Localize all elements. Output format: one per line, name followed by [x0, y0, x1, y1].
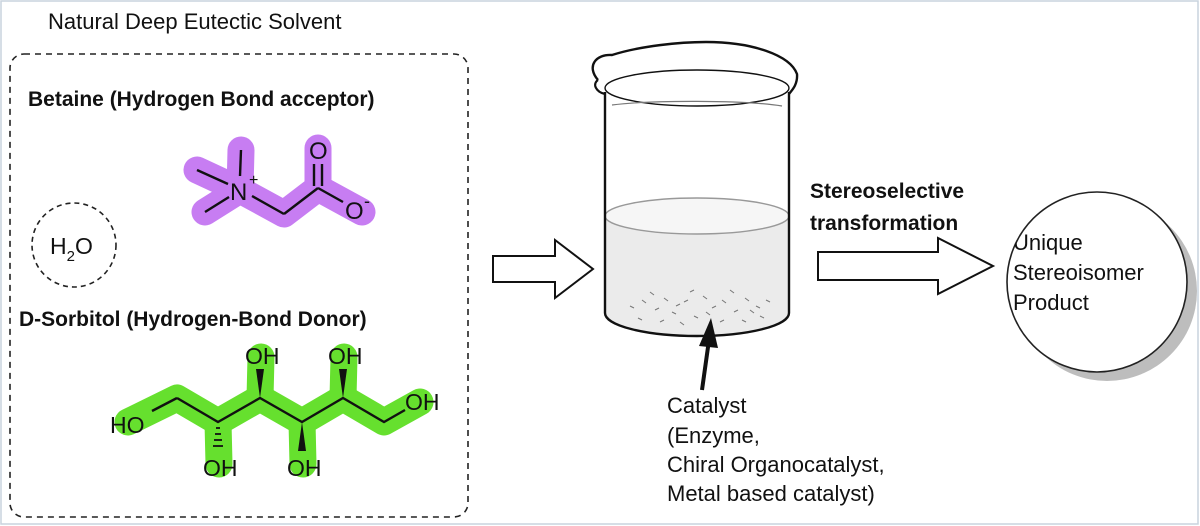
diagram-title: Natural Deep Eutectic Solvent [48, 9, 342, 34]
wedge-bond-c3 [256, 369, 264, 398]
sorbitol-group-oh-top-2: OH [328, 343, 363, 369]
catalyst-line-3: Chiral Organocatalyst, [667, 452, 885, 477]
betaine-oxygen-charge: - [364, 191, 370, 211]
betaine-label: Betaine (Hydrogen Bond acceptor) [28, 88, 375, 111]
beaker-inner-line [611, 100, 783, 107]
betaine-bonds [196, 149, 344, 216]
beaker-mouth [604, 69, 790, 107]
sorbitol-group-oh-bottom-1: OH [203, 455, 238, 481]
sorbitol-label: D-Sorbitol (Hydrogen-Bond Donor) [19, 308, 367, 331]
product-line-1: Unique [1013, 230, 1083, 255]
sorbitol-group-oh-bottom-2: OH [287, 455, 322, 481]
product-line-2: Stereoisomer [1013, 260, 1144, 285]
catalyst-particles [629, 289, 771, 326]
betaine-nitrogen-charge: + [249, 172, 258, 189]
beaker-liquid [605, 216, 789, 336]
sorbitol-group-oh-end: OH [405, 389, 440, 415]
solvent-components-box [9, 53, 469, 518]
betaine-carboxylate-oxygen: O [345, 198, 364, 225]
catalyst-line-2: (Enzyme, [667, 423, 760, 448]
wedge-bond-c4 [298, 422, 306, 451]
product-circle-body [1006, 191, 1188, 373]
product-text: Unique Stereoisomer Product [1013, 230, 1150, 315]
product-line-3: Product [1013, 290, 1089, 315]
water-circle [31, 202, 117, 288]
sorbitol-group-ho: HO [110, 412, 145, 438]
betaine-nitrogen: N [230, 179, 247, 206]
catalyst-arrow [699, 318, 718, 391]
beaker-rim [591, 40, 799, 95]
arrow-to-product [817, 236, 996, 296]
beaker-bottom [603, 312, 791, 338]
water-molecule: H2O [31, 202, 117, 288]
sorbitol-highlight [114, 343, 434, 478]
betaine-carbonyl-oxygen: O [309, 138, 328, 165]
beaker [591, 40, 799, 338]
process-line-1: Stereoselective [810, 180, 964, 203]
sorbitol-structure: HO OH OH OH OH OH [110, 343, 440, 481]
beaker-spout [594, 79, 606, 96]
arrow-to-beaker [492, 237, 595, 301]
product-circle: Unique Stereoisomer Product [1006, 191, 1197, 381]
catalyst-line-4: Metal based catalyst) [667, 481, 875, 506]
sorbitol-group-oh-top-1: OH [245, 343, 280, 369]
water-formula: H2O [50, 233, 93, 265]
wedge-bond-c5 [339, 369, 347, 398]
liquid-surface [604, 197, 790, 235]
catalyst-text: Catalyst (Enzyme, Chiral Organocatalyst,… [667, 393, 891, 506]
hashed-bond-c2 [213, 427, 223, 447]
process-label: Stereoselective transformation [810, 180, 970, 235]
process-line-2: transformation [810, 212, 958, 235]
betaine-structure: N + O O - [183, 134, 376, 228]
catalyst-line-1: Catalyst [667, 393, 746, 418]
